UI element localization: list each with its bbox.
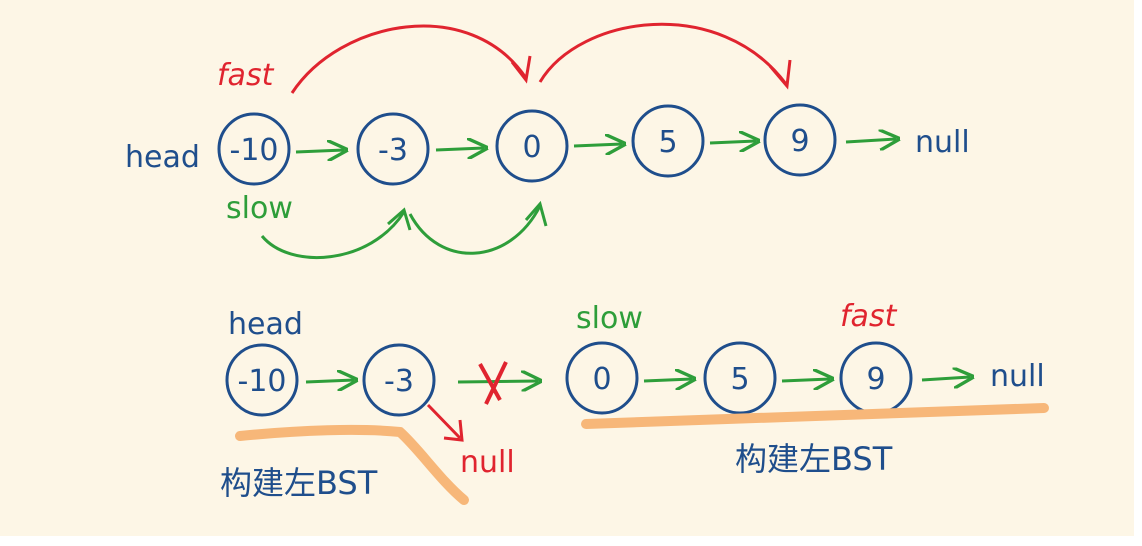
top-node-3: 0	[495, 109, 569, 183]
top-link-arrow-4	[709, 141, 756, 143]
fast-jump-arrow-2	[538, 22, 788, 85]
top-link-arrow-1	[295, 150, 344, 152]
bottom-right-node-3-value: 9	[866, 362, 885, 397]
fast-jump-arrowhead-1	[510, 55, 532, 84]
top-node-2: -3	[356, 112, 430, 186]
top-node-1: -10	[217, 112, 291, 186]
top-node-1-value: -10	[230, 133, 279, 168]
bottom-slow-label: slow	[576, 301, 643, 336]
slow-step-arrow-1	[260, 211, 406, 260]
right-highlight-stroke	[581, 403, 1049, 429]
bottom-left-node-2-value: -3	[384, 364, 414, 399]
slow-step-arrowhead-2	[524, 200, 548, 227]
slow-step-arrowhead-1	[387, 207, 412, 231]
fast-jump-arrowhead-2	[768, 59, 792, 90]
bottom-right-node-2: 5	[703, 341, 777, 415]
slow-step-arrow-2	[408, 205, 542, 255]
top-head-label: head	[125, 140, 200, 175]
top-node-3-value: 0	[522, 130, 541, 165]
top-link-arrow-5	[845, 139, 896, 142]
left-highlight-stroke	[235, 424, 469, 505]
bottom-right-null-label: null	[990, 359, 1045, 394]
top-fast-label: fast	[217, 58, 275, 93]
bottom-right-link-arrow-1	[643, 379, 692, 381]
split-null-arrow	[426, 403, 462, 440]
cream-panel	[0, 0, 1134, 536]
top-null-label: null	[915, 125, 970, 160]
bottom-fast-label: fast	[840, 299, 898, 334]
bottom-left-link-arrow	[305, 380, 354, 382]
top-node-2-value: -3	[378, 133, 408, 168]
top-node-4-value: 5	[658, 125, 677, 160]
bottom-head-label: head	[228, 307, 303, 342]
top-node-5-value: 9	[790, 124, 809, 159]
top-link-arrow-3	[573, 144, 622, 146]
bottom-right-node-1-value: 0	[592, 362, 611, 397]
top-link-arrow-2	[435, 148, 484, 150]
bottom-left-null-label: null	[460, 445, 515, 480]
bottom-right-node-2-value: 5	[730, 362, 749, 397]
bottom-left-node-2: -3	[362, 343, 436, 417]
left-caption: 构建左BST	[220, 464, 378, 502]
top-node-4: 5	[631, 104, 705, 178]
bottom-right-link-arrow-2	[781, 379, 830, 381]
top-slow-label: slow	[226, 191, 293, 226]
split-null-arrowhead	[443, 419, 464, 442]
bottom-right-link-arrow-3	[921, 377, 970, 380]
bottom-right-node-1: 0	[565, 341, 639, 415]
cut-mark-icon	[478, 361, 508, 405]
fast-jump-arrow-1	[290, 24, 528, 94]
bottom-left-node-1-value: -10	[238, 364, 287, 399]
right-caption: 构建左BST	[735, 440, 893, 478]
bottom-left-node-1: -10	[225, 343, 299, 417]
top-node-5: 9	[763, 103, 837, 177]
